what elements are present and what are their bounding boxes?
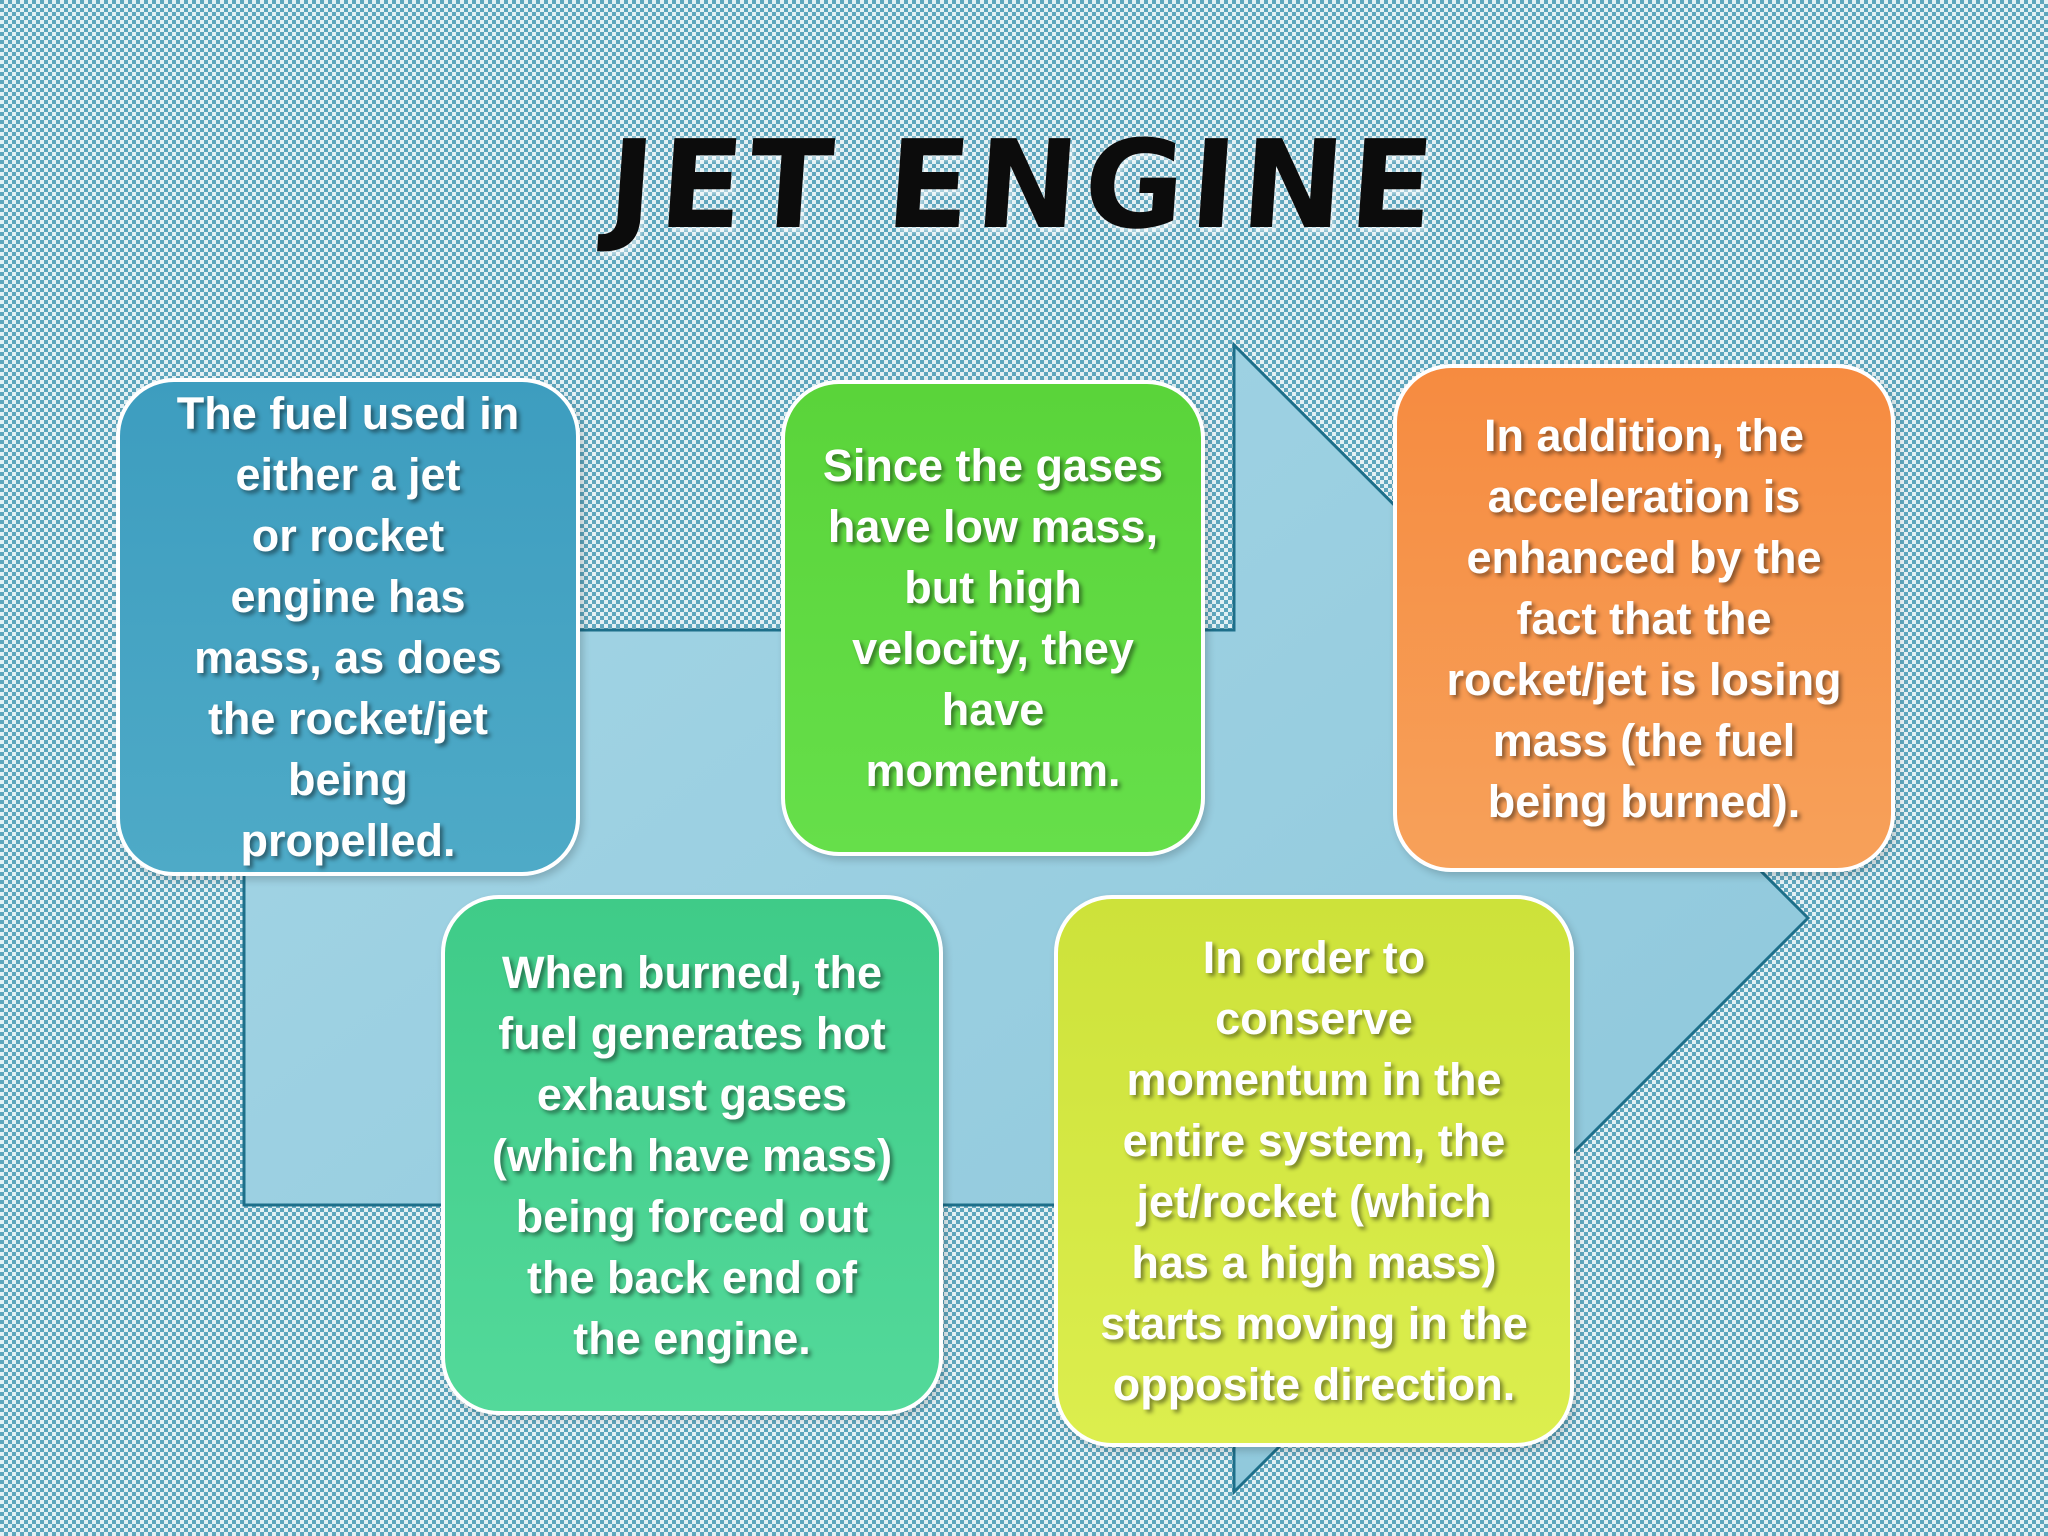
gases-momentum-box: Since the gases have low mass, but high …: [781, 380, 1205, 856]
burned-box-line: (which have mass): [491, 1129, 893, 1181]
fuel-box-line: The fuel used in: [176, 388, 520, 439]
burned-box-line: fuel generates hot: [498, 1007, 886, 1059]
acceleration-box-line: acceleration is: [1487, 470, 1801, 522]
gases-box-line: momentum.: [865, 745, 1121, 796]
acceleration-box-line: enhanced by the: [1466, 531, 1822, 583]
conserve-box-line: momentum in the: [1126, 1054, 1502, 1105]
burned-box-line: When burned, the: [502, 946, 882, 998]
burned-box-line: the back end of: [526, 1251, 858, 1303]
acceleration-box-line: mass (the fuel: [1492, 714, 1796, 766]
acceleration-box: In addition, the acceleration is enhance…: [1393, 364, 1895, 872]
gases-box-line: but high: [904, 562, 1082, 613]
conserve-box-line: has a high mass): [1131, 1237, 1497, 1288]
conserve-box-line: conserve: [1215, 993, 1413, 1044]
conserve-box-line: jet/rocket (which: [1136, 1176, 1492, 1227]
fuel-mass-box: The fuel used in either a jet or rocket …: [116, 378, 580, 876]
acceleration-box-line: In addition, the: [1484, 409, 1804, 461]
burned-box-line: being forced out: [515, 1190, 869, 1242]
conserve-box-line: starts moving in the: [1100, 1298, 1528, 1349]
conserve-box-line: entire system, the: [1122, 1115, 1506, 1166]
fuel-box-line: or rocket: [251, 510, 445, 561]
burned-box-line: exhaust gases: [536, 1068, 848, 1120]
gases-box-line: have: [941, 684, 1045, 735]
fuel-box-line: either a jet: [235, 449, 461, 500]
fuel-box-line: mass, as does: [194, 632, 502, 683]
conserve-box-line: opposite direction.: [1112, 1359, 1516, 1410]
conserve-momentum-box: In order to conserve momentum in the ent…: [1054, 895, 1574, 1447]
fuel-box-line: the rocket/jet: [207, 693, 489, 744]
fuel-box-line: propelled.: [240, 815, 456, 866]
conserve-box-line: In order to: [1202, 932, 1426, 983]
gases-box-line: have low mass,: [827, 501, 1159, 552]
burned-box-line: the engine.: [573, 1312, 811, 1364]
gases-box-line: Since the gases: [822, 440, 1164, 491]
acceleration-box-line: being burned).: [1487, 775, 1801, 827]
fuel-box-line: engine has: [230, 571, 466, 622]
fuel-box-line: being: [287, 754, 408, 805]
slide-title: Jet Engine: [603, 114, 1445, 256]
gases-box-line: velocity, they: [852, 623, 1134, 674]
exhaust-gases-box: When burned, the fuel generates hot exha…: [441, 895, 943, 1415]
acceleration-box-line: rocket/jet is losing: [1446, 653, 1842, 705]
acceleration-box-line: fact that the: [1516, 592, 1772, 644]
